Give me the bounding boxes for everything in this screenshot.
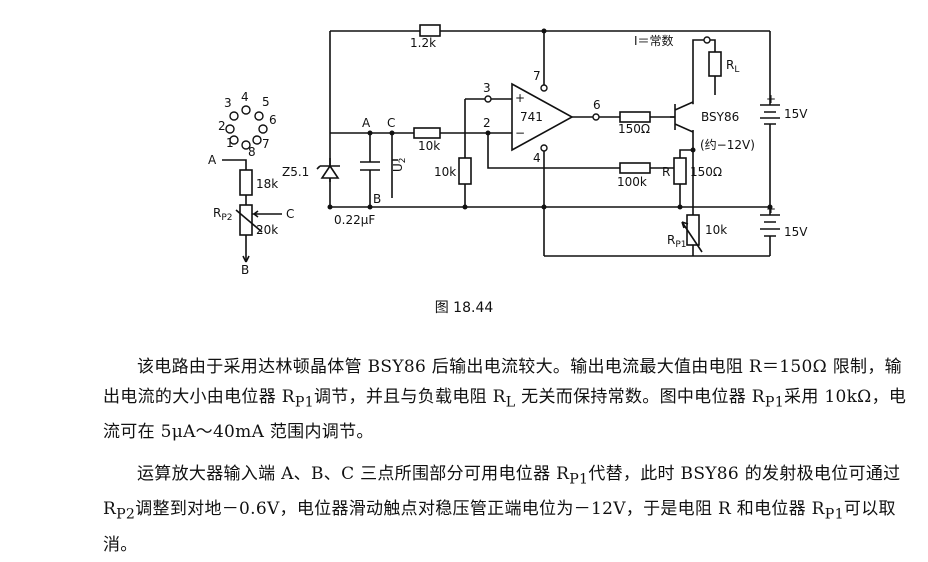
svg-text:5: 5	[262, 95, 270, 109]
label-10k-input: 10k	[418, 139, 440, 153]
svg-text:20k: 20k	[256, 223, 278, 237]
capacitor	[360, 161, 380, 171]
label-150b: 150Ω	[690, 165, 722, 179]
label-current-const: I＝常数	[634, 33, 674, 48]
label-741: 741	[520, 110, 543, 124]
label-u2: U2	[391, 157, 408, 172]
label-bat-plus-bottom: +	[766, 202, 776, 216]
label-pin2: 2	[483, 116, 491, 130]
pin-header-inset: 4 5 6 7 8 1 2 3	[218, 90, 277, 159]
label-10k-pot: 10k	[434, 165, 456, 179]
label-rp1: RP1	[667, 233, 687, 250]
label-bat-plus-top: +	[766, 92, 776, 106]
resistor-rl	[708, 51, 722, 77]
zener-diode	[316, 164, 340, 179]
battery-bottom	[760, 214, 780, 237]
resistor-10k-input	[413, 127, 441, 139]
svg-text:RP2: RP2	[213, 206, 233, 223]
svg-text:4: 4	[241, 90, 249, 104]
resistor-1k2	[419, 24, 441, 37]
label-150a: 150Ω	[618, 122, 650, 136]
resistor-100k	[619, 162, 651, 174]
label-1k2: 1.2k	[410, 36, 436, 50]
label-pin4: 4	[533, 151, 541, 165]
label-15v-top: 15V	[784, 107, 808, 121]
label-node-a: A	[362, 116, 371, 130]
label-pin3: 3	[483, 81, 491, 95]
battery-top	[760, 104, 780, 125]
svg-text:6: 6	[269, 113, 277, 127]
label-plus: +	[515, 91, 525, 105]
label-r: R	[662, 165, 670, 179]
label-100k: 100k	[617, 175, 647, 189]
resistor-150-out	[619, 111, 651, 123]
paragraph-2: 运算放大器输入端 A、B、C 三点所围部分可用电位器 RP1代替，此时 BSY8…	[103, 464, 901, 555]
label-node-c: C	[387, 116, 395, 130]
circuit-schematic: 1.2k I＝常数 RL 7 3 2 6 4 + − 741 150Ω BSY8…	[208, 24, 808, 277]
svg-text:3: 3	[224, 96, 232, 110]
svg-text:8: 8	[248, 145, 256, 159]
rp2-inset: A C B 18k RP2 20k	[208, 153, 294, 277]
label-zener: Z5.1	[282, 165, 309, 179]
wires	[329, 30, 771, 257]
svg-text:C: C	[286, 207, 294, 221]
label-10k-rp1: 10k	[705, 223, 727, 237]
pot-10k-left	[458, 157, 472, 185]
svg-text:7: 7	[262, 137, 270, 151]
figure-caption: 图 18.44	[434, 300, 494, 316]
paragraph-1: 该电路由于采用达林顿晶体管 BSY86 后输出电流较大。输出电流最大值由电阻 R…	[103, 357, 907, 443]
label-node-b: B	[373, 192, 381, 206]
svg-text:18k: 18k	[256, 177, 278, 191]
pot-rp1	[686, 214, 700, 246]
label-rl: RL	[726, 58, 739, 75]
label-bsy86: BSY86	[701, 110, 739, 124]
label-cap: 0.22μF	[334, 213, 375, 227]
label-pin7: 7	[533, 69, 541, 83]
svg-text:A: A	[208, 153, 217, 167]
label-approx: (约−12V)	[700, 137, 755, 152]
svg-text:1: 1	[226, 136, 234, 150]
label-15v-bottom: 15V	[784, 225, 808, 239]
resistor-r150	[673, 157, 687, 185]
opamp-741	[511, 82, 574, 152]
label-pin6: 6	[593, 98, 601, 112]
svg-text:B: B	[241, 263, 249, 277]
svg-text:2: 2	[218, 119, 226, 133]
label-minus: −	[515, 126, 525, 140]
junctions	[327, 28, 773, 210]
transistor-bsy86	[670, 101, 694, 133]
